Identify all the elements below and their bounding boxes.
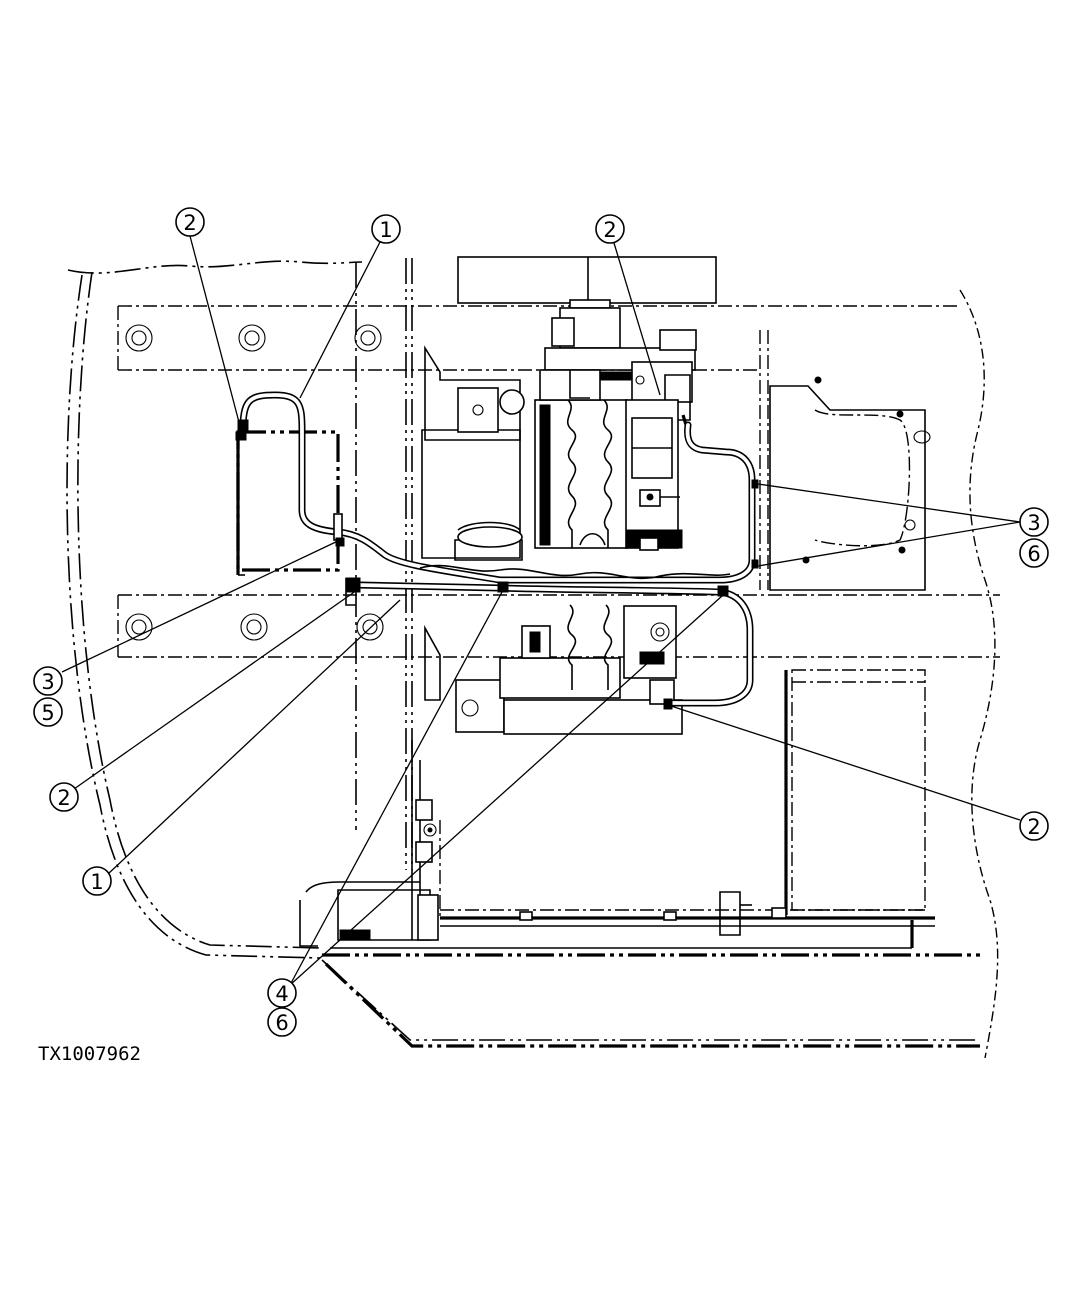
- callout-c3-right: 3: [1019, 507, 1049, 537]
- leader-lines: [61, 235, 1021, 986]
- svg-text:2: 2: [57, 786, 70, 810]
- bottom-cross-member: [330, 891, 935, 949]
- callout-c2-left-mid: 2: [49, 782, 79, 812]
- heater-hoses: [235, 391, 759, 710]
- left-component-box: [236, 430, 340, 576]
- engine-lower-assembly: [424, 604, 683, 735]
- svg-text:2: 2: [1027, 815, 1040, 839]
- callout-c6-right: 6: [1019, 538, 1049, 568]
- callout-c6-bottom: 6: [267, 1007, 297, 1037]
- svg-text:1: 1: [379, 218, 392, 242]
- svg-text:4: 4: [275, 982, 288, 1006]
- svg-text:1: 1: [90, 870, 103, 894]
- svg-text:2: 2: [183, 211, 196, 235]
- engine-assembly: [421, 307, 697, 561]
- svg-text:6: 6: [1027, 542, 1040, 566]
- callout-c1-left-top: 1: [371, 214, 401, 244]
- radiator-top: [457, 256, 717, 309]
- callout-c2-right-bottom: 2: [1019, 811, 1049, 841]
- figure-id: TX1007962: [38, 1043, 141, 1065]
- callout-c1-left-bottom: 1: [82, 866, 112, 896]
- lower-left-bracket: [299, 740, 439, 947]
- svg-text:2: 2: [603, 218, 616, 242]
- svg-text:5: 5: [41, 701, 54, 725]
- callout-c4-bottom: 4: [267, 978, 297, 1008]
- svg-text:6: 6: [275, 1011, 288, 1035]
- callout-c5-left: 5: [33, 697, 63, 727]
- callout-c2-center-top: 2: [595, 214, 625, 244]
- svg-text:3: 3: [1027, 511, 1040, 535]
- right-tall-component: [784, 669, 926, 915]
- callout-c3-left: 3: [33, 666, 63, 696]
- right-mounting-plate: [769, 376, 931, 591]
- frame-rail-lower: [117, 594, 1000, 658]
- callout-c2-left-top: 2: [175, 207, 205, 237]
- machine-outline: [66, 260, 999, 1059]
- frame-rail-upper: [117, 305, 960, 371]
- svg-text:3: 3: [41, 670, 54, 694]
